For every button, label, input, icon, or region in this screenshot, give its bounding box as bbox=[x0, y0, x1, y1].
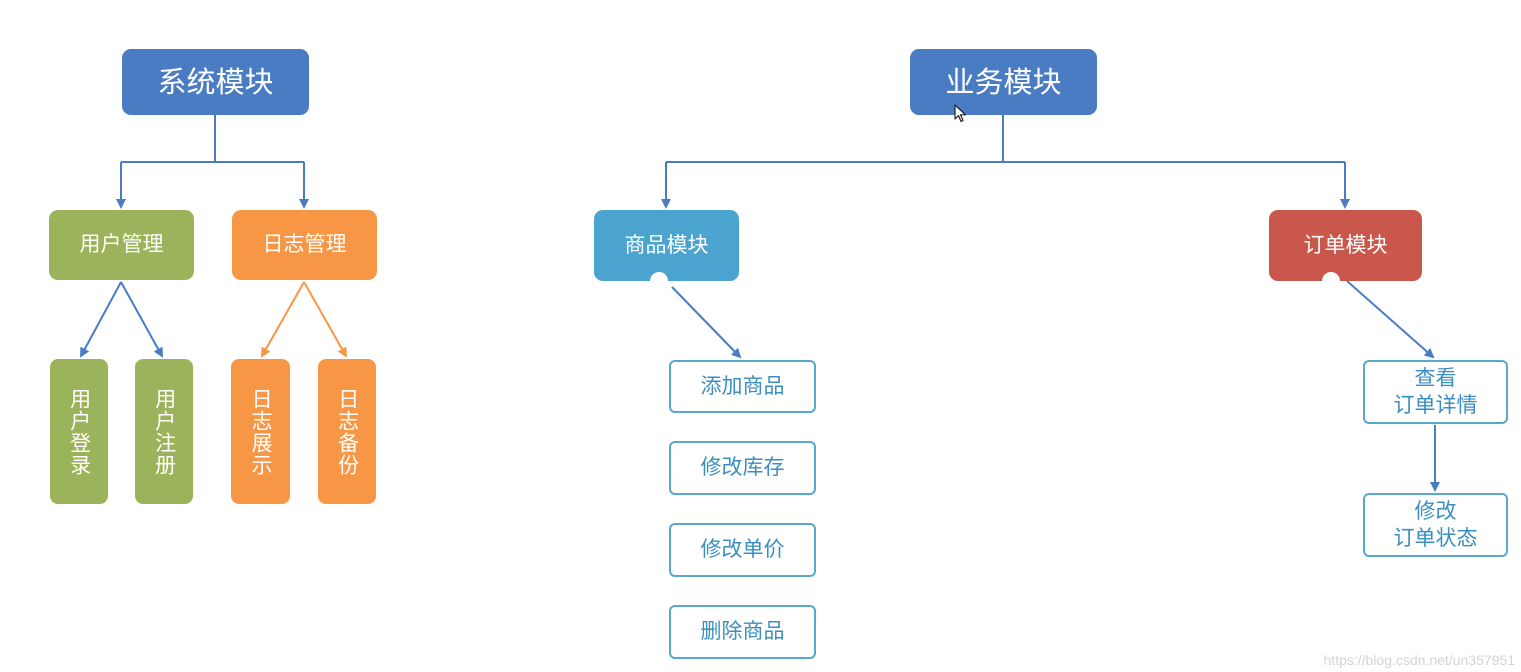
log-mgmt-node: 日志管理 bbox=[232, 210, 377, 280]
modify-price-node: 修改单价 bbox=[669, 523, 816, 577]
arrow-to-view-order bbox=[1346, 280, 1435, 359]
add-product-node: 添加商品 bbox=[669, 360, 816, 413]
arrow-to-add-product bbox=[671, 286, 742, 359]
arrow-to-log-display bbox=[261, 281, 305, 358]
delete-product-node: 删除商品 bbox=[669, 605, 816, 659]
view-order-line2: 订单详情 bbox=[1393, 393, 1478, 417]
order-module-node: 订单模块 bbox=[1269, 210, 1422, 281]
log-backup-node: 日志备份 bbox=[318, 359, 376, 504]
business-module-node: 业务模块 bbox=[910, 49, 1097, 115]
user-mgmt-node: 用户管理 bbox=[49, 210, 194, 280]
view-order-line1: 查看 bbox=[1414, 365, 1457, 390]
product-module-node: 商品模块 bbox=[594, 210, 739, 281]
business-to-branch-connector bbox=[666, 115, 1345, 163]
system-to-branch-connector bbox=[121, 115, 304, 163]
mouse-cursor-icon bbox=[954, 104, 967, 123]
view-order-detail-node: 查看 订单详情 bbox=[1363, 360, 1508, 424]
arrow-to-log-backup bbox=[303, 281, 347, 358]
product-node-notch bbox=[650, 272, 668, 282]
log-display-node: 日志展示 bbox=[231, 359, 290, 504]
modify-stock-node: 修改库存 bbox=[669, 441, 816, 495]
system-module-node: 系统模块 bbox=[122, 49, 309, 115]
arrow-to-user-register bbox=[120, 281, 163, 358]
modify-order-status-node: 修改 订单状态 bbox=[1363, 493, 1508, 557]
user-login-node: 用户登录 bbox=[50, 359, 108, 504]
modify-order-line1: 修改 bbox=[1414, 498, 1457, 523]
user-register-node: 用户注册 bbox=[135, 359, 193, 504]
arrow-to-user-login bbox=[80, 281, 122, 358]
order-node-notch bbox=[1322, 272, 1340, 282]
watermark: https://blog.csdn.net/un357951 bbox=[1323, 652, 1515, 668]
modify-order-line2: 订单状态 bbox=[1393, 526, 1478, 550]
